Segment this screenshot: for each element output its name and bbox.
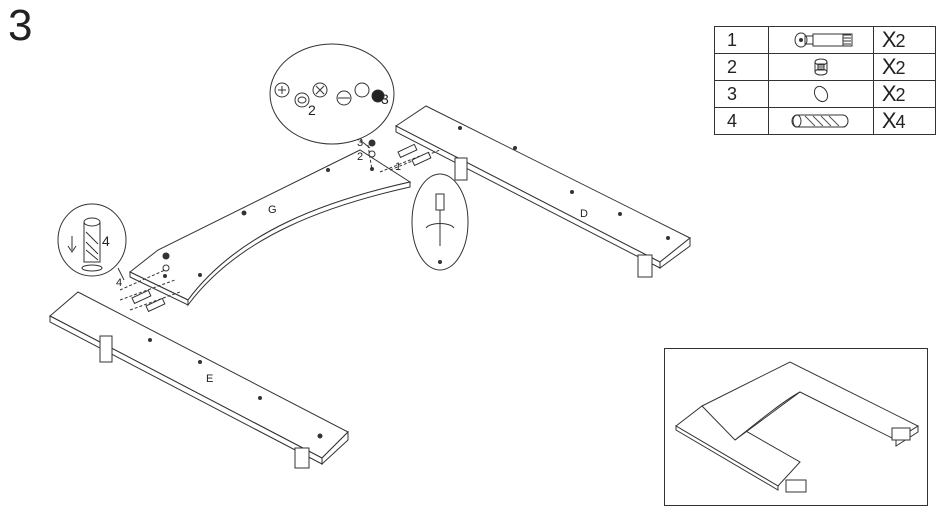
cam-bolts (131, 139, 432, 313)
quantity-x: X (881, 27, 897, 52)
part-quantity-value: 2 (895, 85, 906, 105)
assembled-frame-overview (675, 361, 920, 493)
dowel-detail-label-4: 4 (102, 233, 110, 249)
hardware-label-1: 1 (395, 161, 401, 173)
panel-g (129, 149, 412, 307)
part-quantity-value: 4 (895, 112, 906, 132)
panel-d-label: D (580, 208, 588, 220)
part-quantity-value: 2 (895, 58, 906, 78)
hardware-label-2: 2 (357, 151, 363, 163)
part-quantity: X4 (872, 107, 936, 135)
screwdriver-detail-bubble (411, 173, 469, 271)
panel-e-label: E (206, 373, 213, 385)
step-number: 3 (8, 1, 33, 50)
parts-row: 1 X2 (714, 26, 936, 54)
quantity-x: X (881, 108, 897, 133)
part-quantity: X2 (872, 26, 936, 54)
overview-frame (664, 348, 928, 506)
part-number: 4 (714, 107, 769, 135)
detail-label-3: 3 (381, 91, 389, 107)
hardware-label-4: 4 (116, 277, 122, 289)
parts-table: 1 X2 2 X2 3 (714, 26, 936, 135)
panel-e (49, 291, 349, 469)
detail-label-2: 2 (308, 102, 316, 118)
dowel-detail-bubble (57, 203, 127, 281)
part-quantity-value: 2 (895, 31, 906, 51)
cam-lock-detail-bubble (269, 43, 395, 149)
wooden-dowel-icon (767, 107, 874, 135)
parts-row: 2 X2 (714, 53, 936, 81)
quantity-x: X (881, 54, 897, 79)
quantity-x: X (881, 81, 897, 106)
panel-d (395, 105, 691, 278)
panel-g-label: G (268, 204, 277, 216)
part-number: 1 (714, 26, 769, 54)
parts-row: 4 X4 (714, 107, 936, 135)
hardware-label-3: 3 (357, 137, 363, 149)
part-quantity: X2 (872, 53, 936, 81)
part-number: 2 (714, 53, 769, 81)
